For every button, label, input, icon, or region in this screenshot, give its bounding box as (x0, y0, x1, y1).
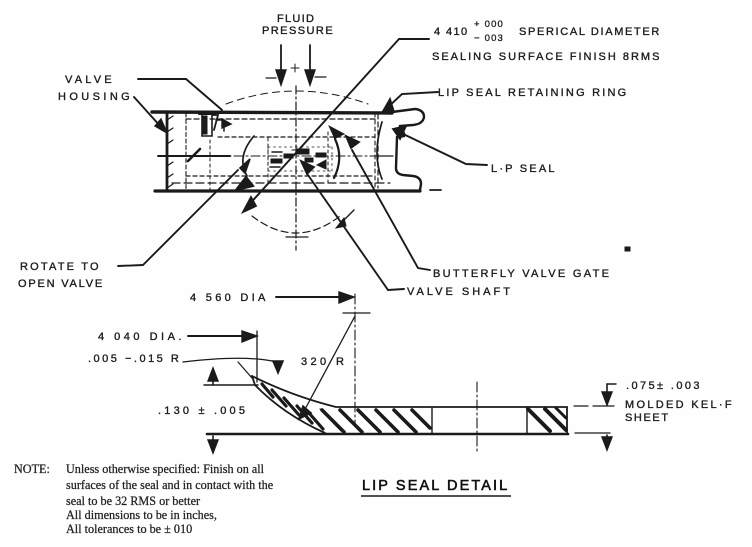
svg-text:VALVE SHAFT: VALVE SHAFT (407, 286, 513, 298)
svg-text:.005 −.015 R: .005 −.015 R (88, 353, 181, 365)
svg-text:Unless otherwise specified: F: Unless otherwise specified: Finish on al… (66, 462, 265, 476)
svg-text:ROTATE TO: ROTATE TO (20, 261, 101, 273)
svg-text:surfaces of the seal and in co: surfaces of the seal and in contact with… (66, 478, 273, 492)
svg-text:− 003: − 003 (474, 33, 504, 44)
svg-text:.075± .003: .075± .003 (626, 380, 702, 392)
svg-text:4 410: 4 410 (434, 26, 469, 38)
svg-text:4 560 DIA: 4 560 DIA (190, 292, 269, 304)
svg-text:BUTTERFLY VALVE GATE: BUTTERFLY VALVE GATE (433, 268, 611, 280)
svg-text:SEALING SURFACE FINISH 8RMS: SEALING SURFACE FINISH 8RMS (432, 51, 661, 63)
svg-text:All dimensions to be in inches: All dimensions to be in inches, (66, 508, 217, 522)
svg-text:LIP SEAL RETAINING RING: LIP SEAL RETAINING RING (438, 87, 628, 99)
svg-text:FLUID: FLUID (277, 13, 315, 25)
svg-text:L·P SEAL: L·P SEAL (491, 163, 557, 175)
svg-text:NOTE:: NOTE: (14, 462, 50, 476)
svg-text:PRESSURE: PRESSURE (262, 25, 334, 37)
svg-text:+ 000: + 000 (474, 19, 504, 30)
svg-text:OPEN VALVE: OPEN VALVE (18, 278, 104, 290)
svg-text:4 040 DIA.: 4 040 DIA. (98, 331, 185, 343)
svg-text:320 R: 320 R (301, 356, 347, 368)
svg-text:SHEET: SHEET (625, 412, 670, 424)
svg-text:seal to be 32 RMS or better: seal to be 32 RMS or better (66, 494, 200, 508)
svg-text:MOLDED KEL·F: MOLDED KEL·F (625, 399, 734, 411)
svg-text:VALVE: VALVE (65, 74, 115, 86)
svg-text:HOUSING: HOUSING (58, 91, 133, 103)
svg-text:.130 ± .005: .130 ± .005 (158, 405, 248, 417)
svg-text:All tolerances to be ± 010: All tolerances to be ± 010 (66, 522, 192, 536)
svg-text:LIP SEAL DETAIL: LIP SEAL DETAIL (362, 478, 509, 494)
svg-text:SPERICAL DIAMETER: SPERICAL DIAMETER (519, 26, 661, 38)
